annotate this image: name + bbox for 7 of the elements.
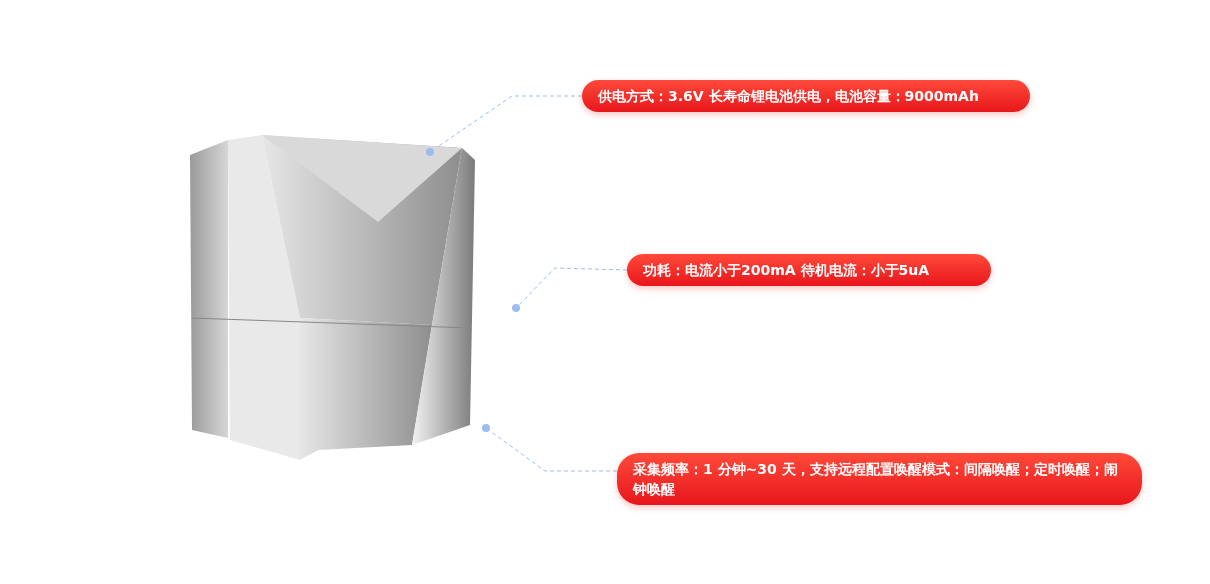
leader-dot <box>482 424 490 432</box>
leader-dot <box>512 304 520 312</box>
callout-label: 采集频率：1 分钟~30 天，支持远程配置唤醒模式：间隔唤醒；定时唤醒；闹钟唤醒 <box>617 453 1142 505</box>
leader-dot <box>426 148 434 156</box>
callout-label: 供电方式：3.6V 长寿命锂电池供电，电池容量：9000mAh <box>582 80 1030 112</box>
callout-label: 功耗：电流小于200mA 待机电流：小于5uA <box>627 254 991 286</box>
leader-line <box>518 267 628 306</box>
